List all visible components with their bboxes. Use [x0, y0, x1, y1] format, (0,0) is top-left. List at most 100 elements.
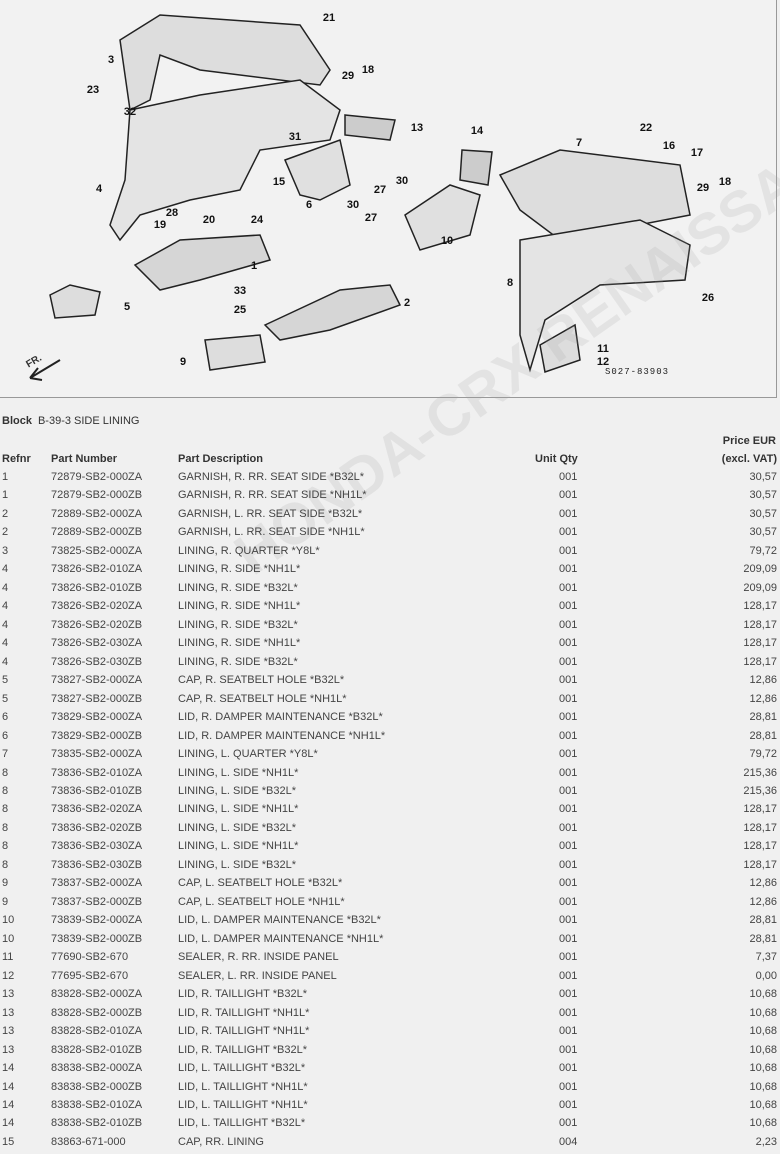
cell-price: 30,57 [749, 471, 777, 483]
cell-part-number: 73829-SB2-000ZB [51, 729, 143, 742]
callout-label: 28 [165, 207, 179, 219]
cell-description: LID, L. TAILLIGHT *B32L* [178, 1117, 306, 1130]
cell-unit-qty: 001 [559, 526, 578, 539]
cell-part-number: 83828-SB2-010ZA [51, 1025, 143, 1038]
cell-refnr: 11 [2, 951, 14, 964]
cell-description: LID, L. DAMPER MAINTENANCE *NH1L* [178, 932, 384, 945]
cell-refnr: 14 [2, 1062, 15, 1075]
callout-label: 18 [361, 64, 375, 76]
part-lid-r-taillight [344, 114, 396, 141]
cell-description: LINING, R. SIDE *NH1L* [178, 600, 301, 613]
cell-refnr: 4 [2, 563, 9, 576]
part-lining-l-quarter [498, 149, 691, 241]
part-garnish-l [263, 284, 402, 341]
table-row[interactable]: 9 73837-SB2-000ZA CAP, L. SEATBELT HOLE *B… [0, 877, 780, 895]
cell-refnr: 8 [2, 821, 9, 834]
header-part-number: Part Number [51, 453, 118, 465]
part-cap-seatbelt-r [49, 284, 101, 319]
cell-price: 0,00 [755, 969, 777, 982]
cell-part-number: 73836-SB2-010ZB [51, 784, 143, 797]
cell-refnr: 8 [2, 840, 9, 853]
cell-refnr: 8 [2, 803, 9, 816]
callout-label: 32 [123, 106, 137, 118]
part-lid-r-damper [283, 139, 351, 201]
cell-refnr: 9 [2, 877, 9, 890]
cell-refnr: 7 [2, 748, 9, 761]
cell-refnr: 13 [2, 988, 15, 1001]
cell-price: 7,37 [755, 951, 777, 964]
header-price-line1: Price EUR [722, 435, 776, 447]
callout-label: 15 [272, 176, 286, 188]
cell-unit-qty: 001 [559, 988, 578, 1001]
cell-description: CAP, L. SEATBELT HOLE *B32L* [178, 877, 343, 890]
part-cap-seatbelt-l [204, 334, 266, 371]
cell-price: 128,17 [743, 840, 777, 853]
cell-price: 10,68 [749, 1043, 777, 1056]
cell-refnr: 1 [2, 489, 9, 502]
cell-price: 10,68 [749, 1098, 777, 1111]
cell-price: 30,57 [749, 507, 777, 520]
cell-unit-qty: 001 [559, 784, 578, 797]
callout-label: 11 [597, 343, 609, 355]
cell-unit-qty: 001 [559, 932, 578, 945]
cell-unit-qty: 001 [559, 766, 578, 779]
callout-label: 31 [288, 131, 302, 143]
cell-unit-qty: 001 [559, 507, 578, 520]
cell-price: 12,86 [749, 692, 777, 705]
cell-part-number: 73837-SB2-000ZA [51, 877, 143, 890]
cell-part-number: 83838-SB2-000ZB [51, 1080, 143, 1093]
cell-price: 128,17 [743, 858, 777, 871]
cell-refnr: 3 [2, 544, 9, 557]
front-arrow [29, 359, 61, 381]
cell-description: LINING, R. SIDE *B32L* [178, 581, 298, 594]
cell-refnr: 10 [2, 914, 15, 927]
cell-part-number: 83838-SB2-010ZB [51, 1117, 143, 1130]
cell-unit-qty: 001 [559, 618, 578, 631]
callout-label: 5 [123, 301, 131, 313]
cell-unit-qty: 001 [559, 674, 578, 687]
part-garnish-r [133, 234, 272, 291]
cell-refnr: 5 [2, 692, 9, 705]
callout-label: 16 [662, 140, 676, 152]
cell-unit-qty: 001 [559, 581, 578, 594]
callout-label: 29 [696, 182, 710, 194]
cell-unit-qty: 001 [559, 748, 578, 761]
